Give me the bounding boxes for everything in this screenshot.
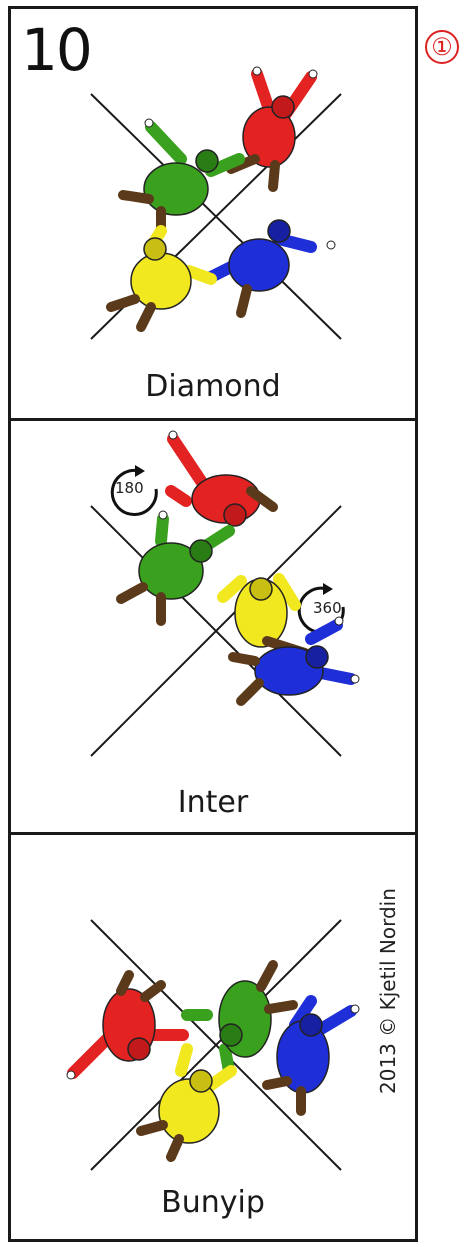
sequence-number: 10 [21,16,93,84]
formation-card: 10 Diamond [8,6,418,1242]
jumper-green [116,510,235,626]
jumper-green [118,118,245,236]
jumper-blue [205,219,336,318]
panel-bunyip: Bunyip [11,835,415,1239]
inter-figure [90,430,360,757]
copyright-credit: 2013 © Kjetil Nordin [376,888,400,1094]
cross-lines [90,505,342,757]
jumper-red [165,430,278,527]
jumper-yellow [106,225,217,332]
jumper-yellow [136,1043,237,1162]
jumper-blue [262,995,360,1116]
diamond-figure [90,66,342,340]
jumper-red [226,66,318,192]
arrowhead-icon [135,465,145,477]
caption-diamond: Diamond [145,369,281,404]
cross-lines [90,919,342,1171]
arrowhead-icon [323,583,333,595]
diagonal-line-b [90,505,342,757]
panel-inter: 180 360 Inter [11,421,415,835]
jumper-blue [228,616,360,706]
panel-diamond: 10 Diamond [11,9,415,421]
caption-inter: Inter [177,785,249,820]
circled-number-badge: ① [425,30,459,64]
bunyip-figure [66,919,360,1171]
rotation-label-180: 180 [115,479,144,497]
jumper-red [66,970,189,1080]
jumper-yellow [217,573,310,658]
rotation-label-360: 360 [313,599,342,617]
diagonal-line-b [90,919,342,1171]
rotation-arrow-180-icon [110,469,158,516]
caption-bunyip: Bunyip [161,1185,265,1220]
